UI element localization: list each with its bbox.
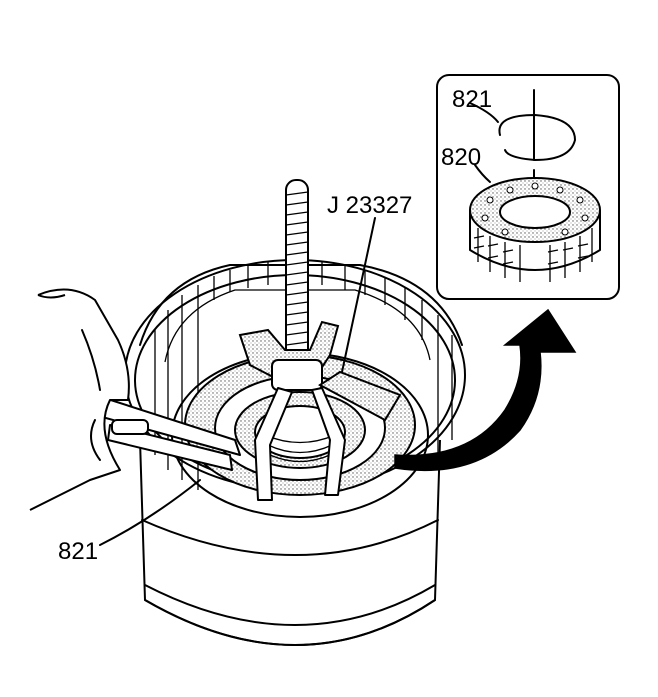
hand [29, 288, 130, 511]
label-inset-snap-ring: 821 [452, 86, 492, 113]
curved-arrow-icon [394, 308, 577, 472]
inset-callout [436, 74, 620, 300]
spring-compressor-tool [238, 179, 402, 501]
snap-ring-pliers [94, 394, 241, 471]
inset-snap-ring [498, 114, 576, 161]
label-inset-spring-assembly: 820 [441, 144, 481, 171]
label-snap-ring-main: 821 [58, 538, 98, 565]
inset-spring-assembly [469, 177, 601, 282]
tool-leader-line [341, 217, 376, 373]
label-tool: J 23327 [327, 192, 412, 219]
snap-ring-leader-line [99, 479, 201, 546]
